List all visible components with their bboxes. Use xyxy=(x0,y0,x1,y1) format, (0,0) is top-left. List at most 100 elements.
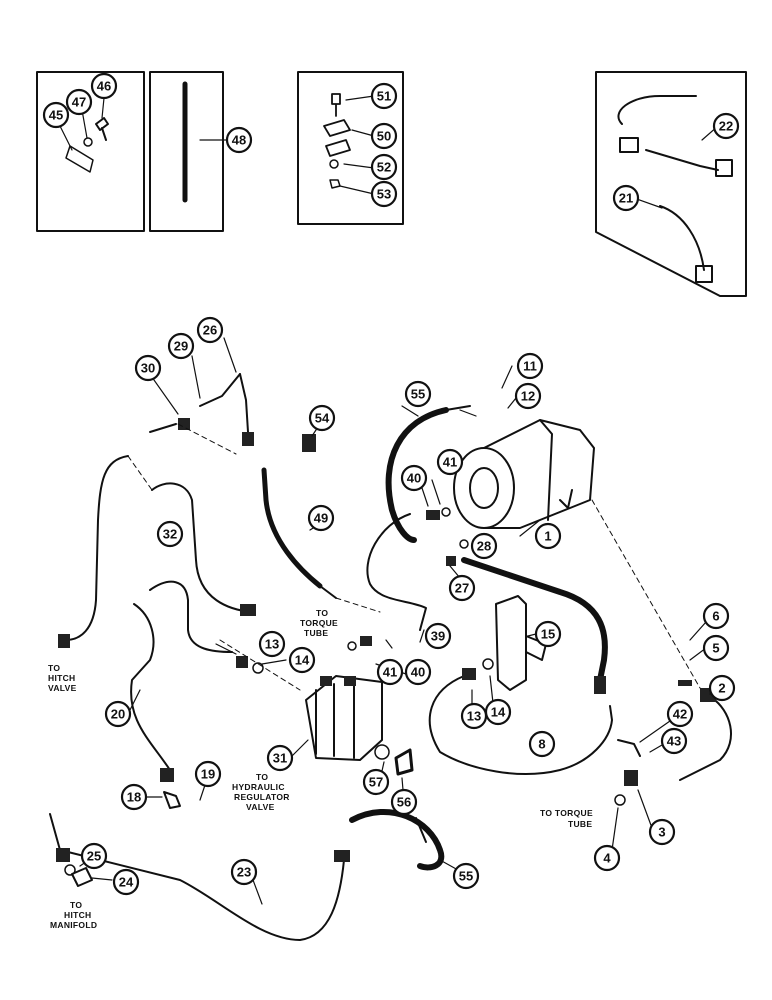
callout-circle xyxy=(225,126,253,154)
callout-circle xyxy=(194,760,222,788)
callout-41: 41 xyxy=(436,448,464,476)
callout-label: 4 xyxy=(603,851,611,866)
callout-label: 18 xyxy=(127,790,141,805)
callout-label: 55 xyxy=(411,387,425,402)
callout-circle xyxy=(593,844,621,872)
callout-label: 45 xyxy=(49,108,63,123)
callout-circle xyxy=(712,112,740,140)
callout-circle xyxy=(258,630,286,658)
callout-40: 40 xyxy=(400,464,428,492)
inset-clamp-kit xyxy=(297,71,404,225)
callout-circle xyxy=(370,82,398,110)
callout-circle xyxy=(702,634,730,662)
callout-label: 55 xyxy=(459,869,473,884)
callout-label: 29 xyxy=(174,339,188,354)
callout-label: 42 xyxy=(673,707,687,722)
callout-label: 27 xyxy=(455,581,469,596)
callout-label: 43 xyxy=(667,734,681,749)
callout-circle xyxy=(104,700,132,728)
callout-circle xyxy=(112,868,140,896)
callout-label: 47 xyxy=(72,95,86,110)
callout-19: 19 xyxy=(194,760,222,788)
callout-circle xyxy=(534,522,562,550)
callout-15: 15 xyxy=(534,620,562,648)
callout-49: 49 xyxy=(307,504,335,532)
callout-26: 26 xyxy=(196,316,224,344)
callout-8: 8 xyxy=(528,730,556,758)
callout-13: 13 xyxy=(258,630,286,658)
callout-circle xyxy=(362,768,390,796)
callout-label: 14 xyxy=(491,705,506,720)
callout-27: 27 xyxy=(448,574,476,602)
callout-label: 50 xyxy=(377,129,391,144)
callout-31: 31 xyxy=(266,744,294,772)
inset-tube-kit xyxy=(595,71,747,297)
callout-circle xyxy=(42,101,70,129)
callout-circle xyxy=(534,620,562,648)
callout-circle xyxy=(376,658,404,686)
callout-label: 52 xyxy=(377,160,391,175)
callout-label: 1 xyxy=(544,529,551,544)
callout-circle xyxy=(308,404,336,432)
callout-28: 28 xyxy=(470,532,498,560)
callout-layer: 4547464851505253222130292611125554414012… xyxy=(42,72,740,896)
callout-label: 48 xyxy=(232,133,246,148)
callout-label: 53 xyxy=(377,187,391,202)
callout-39: 39 xyxy=(424,622,452,650)
callout-circle xyxy=(666,700,694,728)
callout-label: 13 xyxy=(467,709,481,724)
callout-11: 11 xyxy=(516,352,544,380)
callout-circle xyxy=(516,352,544,380)
callout-21: 21 xyxy=(612,184,640,212)
callout-circle xyxy=(266,744,294,772)
callout-label: 15 xyxy=(541,627,555,642)
callout-circle xyxy=(404,380,432,408)
callout-1: 1 xyxy=(534,522,562,550)
callout-label: 21 xyxy=(619,191,633,206)
callout-48: 48 xyxy=(225,126,253,154)
callout-circle xyxy=(660,727,688,755)
callout-circle xyxy=(80,842,108,870)
callout-circle xyxy=(448,574,476,602)
callout-circle xyxy=(370,180,398,208)
callout-label: 5 xyxy=(712,641,719,656)
callout-label: 54 xyxy=(315,411,330,426)
callout-50: 50 xyxy=(370,122,398,150)
callout-circle xyxy=(452,862,480,890)
callout-label: 46 xyxy=(97,79,111,94)
callout-42: 42 xyxy=(666,700,694,728)
callout-12: 12 xyxy=(514,382,542,410)
callout-label: 13 xyxy=(265,637,279,652)
callout-circle xyxy=(424,622,452,650)
control-valve xyxy=(305,675,383,761)
callout-47: 47 xyxy=(65,88,93,116)
hydraulic-pump xyxy=(453,419,595,529)
callout-40: 40 xyxy=(404,658,432,686)
callout-label: 57 xyxy=(369,775,383,790)
callout-55: 55 xyxy=(452,862,480,890)
callout-56: 56 xyxy=(390,788,418,816)
inset-bracket-kit xyxy=(36,71,145,232)
callout-label: 2 xyxy=(718,681,725,696)
callout-circle xyxy=(134,354,162,382)
callout-circle xyxy=(648,818,676,846)
callout-circle xyxy=(230,858,258,886)
callout-label: 41 xyxy=(383,665,397,680)
callout-label: 56 xyxy=(397,795,411,810)
callout-20: 20 xyxy=(104,700,132,728)
callout-22: 22 xyxy=(712,112,740,140)
callout-label: 30 xyxy=(141,361,155,376)
callout-label: 20 xyxy=(111,707,125,722)
callout-circle xyxy=(528,730,556,758)
callout-circle xyxy=(156,520,184,548)
callout-circle xyxy=(436,448,464,476)
callout-circle xyxy=(400,464,428,492)
callout-circle xyxy=(196,316,224,344)
callout-label: 41 xyxy=(443,455,457,470)
callout-label: 6 xyxy=(712,609,719,624)
callout-41: 41 xyxy=(376,658,404,686)
